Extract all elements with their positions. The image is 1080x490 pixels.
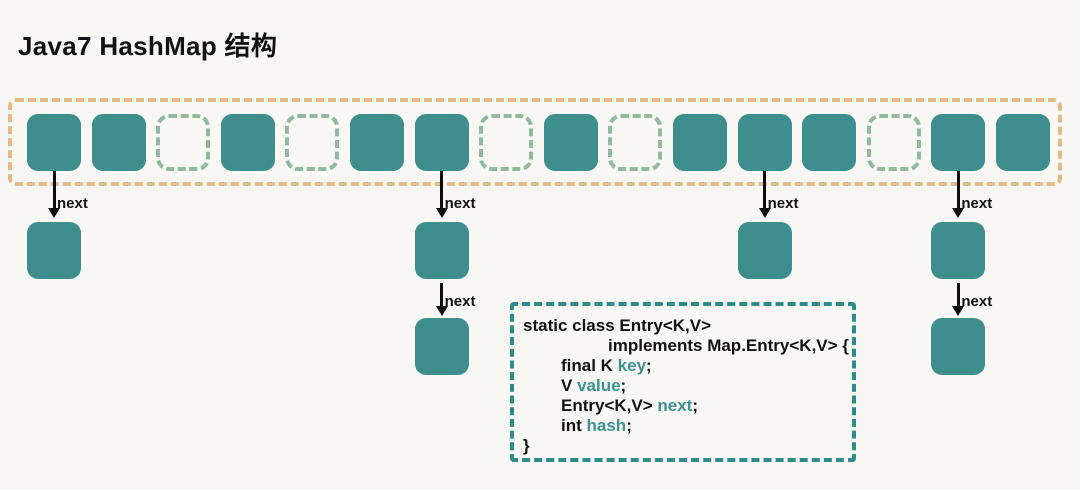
entry-class-code-box: static class Entry<K,V>implements Map.En… (510, 302, 856, 462)
next-label: next (444, 195, 476, 212)
code-token: static class Entry<K,V> (523, 316, 712, 335)
next-arrowhead (435, 208, 448, 218)
code-token: implements Map.Entry<K,V> { (608, 336, 849, 355)
next-arrowhead (952, 306, 965, 316)
next-label: next (767, 195, 799, 212)
code-token-field: value (577, 376, 621, 395)
next-arrow (440, 283, 444, 307)
code-line: static class Entry<K,V> (523, 316, 846, 336)
bucket-slot-filled (673, 114, 727, 171)
bucket-slot-filled (996, 114, 1050, 171)
next-arrowhead (952, 208, 965, 218)
code-token-field: hash (586, 416, 627, 435)
bucket-slot-filled (737, 114, 792, 171)
bucket-slot-empty (479, 114, 534, 171)
entry-node (931, 222, 986, 279)
bucket-slot-empty (608, 114, 663, 171)
next-arrow (440, 171, 444, 209)
bucket-slot-filled (931, 114, 986, 171)
code-line: final K key; (523, 356, 846, 376)
next-arrow (763, 171, 767, 209)
bucket-slot-filled (91, 114, 146, 171)
next-arrowhead (48, 208, 60, 218)
code-token: ; (692, 396, 699, 415)
bucket-slot-filled (350, 114, 404, 171)
code-token: ; (626, 416, 632, 435)
next-label: next (57, 195, 88, 212)
entry-node (27, 222, 81, 279)
bucket-slot-filled (414, 114, 469, 171)
code-token: } (523, 436, 530, 455)
diagram-title: Java7 HashMap 结构 (18, 31, 278, 61)
next-arrow (956, 283, 960, 307)
code-line: V value; (523, 376, 846, 396)
bucket-slot-filled (220, 114, 275, 171)
code-token: V (561, 376, 578, 395)
bucket-slot-filled (802, 114, 857, 171)
bucket-array-box (8, 98, 1062, 186)
entry-node (931, 318, 986, 375)
entry-node (737, 222, 792, 279)
bucket-slot-empty (156, 114, 211, 171)
code-line: implements Map.Entry<K,V> { (523, 336, 849, 356)
code-token-field: next (657, 396, 693, 415)
entry-node (414, 318, 469, 375)
code-line: } (523, 436, 846, 456)
code-token: ; (620, 376, 627, 395)
bucket-slot-filled (27, 114, 81, 171)
bucket-slot-filled (543, 114, 598, 171)
code-line: int hash; (523, 416, 846, 436)
next-label: next (961, 293, 993, 310)
code-line: Entry<K,V> next; (523, 396, 846, 416)
bucket-slot-empty (285, 114, 340, 171)
next-arrow (52, 171, 56, 209)
code-token-field: key (617, 356, 647, 375)
next-label: next (444, 293, 476, 310)
next-arrowhead (758, 208, 771, 218)
code-token: ; (646, 356, 652, 375)
entry-node (414, 222, 469, 279)
code-token: Entry<K,V> (561, 396, 658, 415)
next-label: next (961, 195, 993, 212)
code-token: int (561, 416, 587, 435)
bucket-slot-empty (866, 114, 921, 171)
next-arrow (956, 171, 960, 209)
next-arrowhead (435, 306, 448, 316)
code-token: final K (561, 356, 618, 375)
